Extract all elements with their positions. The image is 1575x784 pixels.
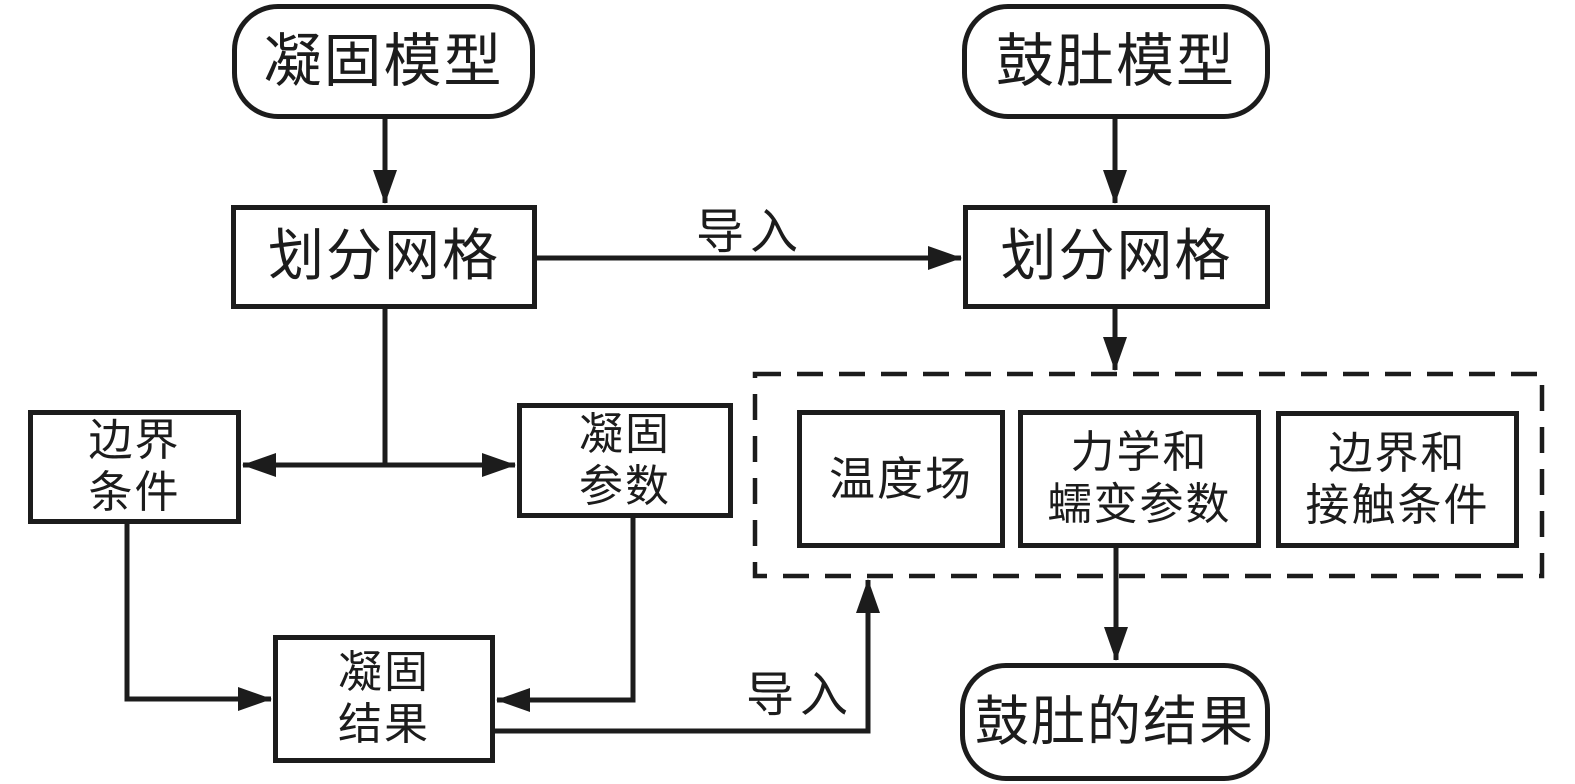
node-bulging-results: 鼓肚的结果 — [960, 663, 1270, 781]
edge-label-import-mesh: 导入 — [695, 204, 804, 260]
edge-label-import-results: 导入 — [745, 667, 854, 723]
node-solidification-model: 凝固模型 — [232, 4, 535, 119]
node-solidification-parameters: 凝固 参数 — [517, 403, 733, 518]
node-boundary-conditions-label: 边界 条件 — [88, 415, 181, 518]
node-bulging-results-label: 鼓肚的结果 — [975, 690, 1255, 754]
dashed-group-box — [752, 371, 1545, 579]
arrow-solidification-results-to-dashed-group — [495, 579, 880, 734]
node-solidification-results: 凝固 结果 — [273, 635, 495, 763]
node-boundary-contact-conditions: 边界和 接触条件 — [1276, 411, 1519, 548]
node-boundary-contact-conditions-label: 边界和 接触条件 — [1305, 427, 1490, 531]
node-solidification-results-label: 凝固 结果 — [338, 647, 430, 750]
node-temperature-field: 温度场 — [797, 410, 1005, 548]
node-bulging-model-label: 鼓肚模型 — [995, 27, 1236, 96]
node-mesh-right-label: 划分网格 — [1000, 223, 1233, 289]
node-mechanics-creep-parameters: 力学和 蠕变参数 — [1018, 410, 1261, 548]
arrow-solidification-parameters-to-solidification-results — [496, 516, 636, 712]
node-mesh-left: 划分网格 — [231, 205, 537, 309]
node-boundary-conditions: 边界 条件 — [28, 410, 241, 524]
node-mesh-right: 划分网格 — [963, 205, 1270, 309]
arrow-boundary-conditions-to-solidification-results — [124, 522, 272, 711]
node-bulging-model: 鼓肚模型 — [962, 4, 1270, 119]
node-solidification-model-label: 凝固模型 — [263, 27, 504, 96]
node-temperature-field-label: 温度场 — [829, 451, 973, 506]
node-mesh-left-label: 划分网格 — [268, 223, 500, 289]
node-solidification-parameters-label: 凝固 参数 — [579, 408, 671, 512]
node-mechanics-creep-parameters-label: 力学和 蠕变参数 — [1047, 427, 1232, 530]
